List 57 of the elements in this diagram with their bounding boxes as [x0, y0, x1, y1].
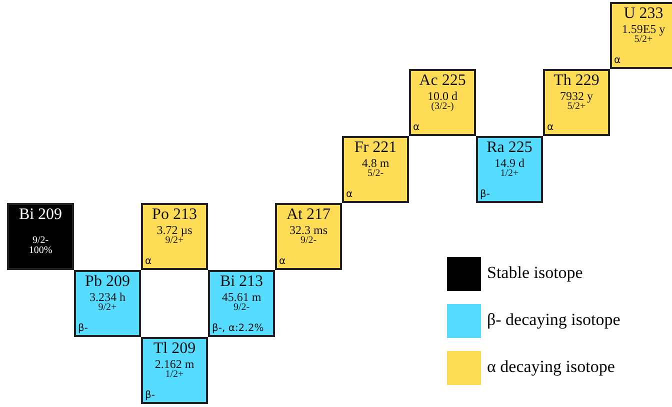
decay-mode: β- [480, 190, 490, 200]
decay-mode: α [614, 56, 621, 66]
spin-parity: 1/2+ [499, 169, 520, 180]
half-life: 3.234 h [88, 290, 126, 304]
spin-parity: 1/2+ [164, 370, 185, 381]
spin-parity: 5/2+ [633, 35, 654, 46]
spin-parity: 5/2- [366, 169, 385, 180]
alpha-isotope-box [409, 69, 476, 136]
decay-mode: α [346, 190, 353, 200]
spin-parity: 9/2- [232, 303, 251, 314]
spin-parity: 9/2- [31, 236, 50, 246]
half-life: 14.9 d [494, 156, 526, 170]
alpha-isotope-box [342, 136, 409, 203]
isotope-name: Bi 209 [18, 207, 64, 224]
half-life: 10.0 d [426, 90, 458, 102]
isotope-name: Po 213 [151, 207, 198, 224]
half-life: 3.72 µs [156, 224, 194, 236]
legend-label: α decaying isotope [487, 357, 615, 377]
decay-mode: α [547, 122, 554, 133]
isotope-name: Bi 213 [218, 274, 264, 291]
abundance: 100% [28, 246, 54, 257]
legend-label: β- decaying isotope [487, 310, 620, 330]
beta-isotope-box [208, 270, 275, 337]
half-life: 45.61 m [220, 290, 262, 304]
spin-parity: (3/2-) [430, 102, 455, 113]
decay-mode: α [413, 122, 420, 133]
isotope-name: Fr 221 [353, 140, 398, 157]
half-life: 4.8 m [360, 156, 390, 170]
stable-isotope-box [7, 203, 74, 270]
half-life: 1.59E5 y [620, 22, 666, 36]
decay-mode: α [279, 256, 286, 267]
half-life: 32.3 ms [288, 224, 328, 236]
beta-isotope-box [476, 136, 543, 203]
beta-isotope-box [74, 270, 141, 337]
decay-mode: β- [78, 324, 88, 334]
isotope-name: Ra 225 [486, 140, 534, 157]
isotope-name: U 233 [622, 6, 664, 23]
decay-mode: β-, α:2.2% [212, 324, 264, 334]
alpha-isotope-box [141, 203, 208, 270]
spin-parity: 9/2+ [97, 303, 118, 314]
spin-parity: 9/2- [299, 236, 318, 247]
decay-mode: β- [145, 390, 155, 401]
beta-isotope-box [141, 337, 208, 404]
decay-mode: α [145, 256, 152, 267]
spin-parity: 9/2+ [164, 236, 184, 247]
isotope-name: Th 229 [552, 73, 600, 90]
half-life: 7932 y [559, 90, 594, 102]
legend-label: Stable isotope [487, 263, 583, 283]
isotope-name: Ac 225 [418, 73, 467, 90]
half-life: 2.162 m [154, 358, 196, 370]
isotope-name: Tl 209 [152, 341, 197, 358]
isotope-name: At 217 [286, 207, 332, 224]
alpha-isotope-box [275, 203, 342, 270]
alpha-isotope-box [610, 2, 672, 69]
spin-parity: 5/2+ [566, 102, 587, 113]
isotope-name: Pb 209 [84, 274, 131, 291]
alpha-isotope-box [543, 69, 610, 136]
